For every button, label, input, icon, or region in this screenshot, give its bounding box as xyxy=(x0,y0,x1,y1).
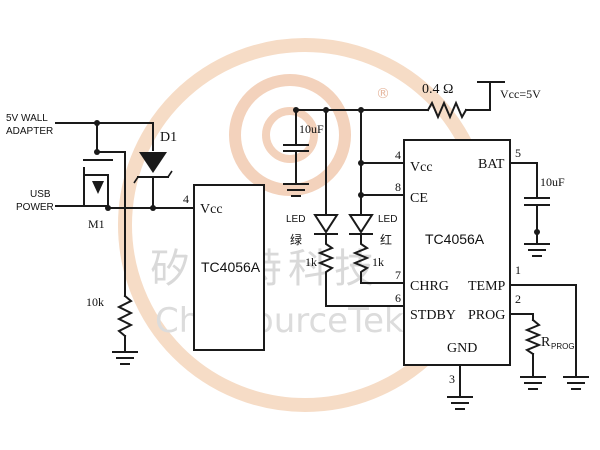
right-chip-tc4056a xyxy=(403,139,511,366)
ground-prog xyxy=(520,376,546,390)
mosfet-m1-label: M1 xyxy=(88,217,105,231)
adapter-label-line1: 5V WALL xyxy=(6,113,48,124)
led-red-res-label: 1k xyxy=(372,255,384,269)
left-circuit: 5V WALL ADAPTER D1 M1 USB POWER xyxy=(6,113,265,365)
junction-dot xyxy=(534,229,540,235)
resistor-10k-label: 10k xyxy=(86,295,104,309)
resistor-prog xyxy=(524,318,542,356)
resistor-sense xyxy=(426,100,468,120)
junction-dot xyxy=(150,205,156,211)
pin-gnd-name: GND xyxy=(447,341,477,356)
usb-label-line1: USB xyxy=(30,189,51,200)
ground-symbol xyxy=(563,376,589,390)
ground-temp xyxy=(563,376,589,390)
pin-stdby-name: STDBY xyxy=(410,308,456,323)
left-chip-name: TC4056A xyxy=(201,259,261,275)
pin-prog-num: 2 xyxy=(515,292,521,306)
ground-chip xyxy=(447,396,473,410)
left-chip-vcc-pin: Vcc xyxy=(200,202,223,217)
ground-symbol xyxy=(283,183,309,197)
led-green-color: 绿 xyxy=(290,232,302,247)
vcc-supply-label: Vcc=5V xyxy=(500,87,541,101)
led-red-label: LED xyxy=(378,214,397,225)
resistor-10k xyxy=(116,294,134,338)
resistor-sense-label: 0.4 Ω xyxy=(422,82,453,97)
ground-symbol xyxy=(520,376,546,390)
pin-ce-name: CE xyxy=(410,191,428,206)
resistor-prog-subscript: PROG xyxy=(551,342,575,351)
ground-cap-in xyxy=(283,183,309,197)
ground-symbol xyxy=(112,351,138,365)
mosfet-m1 xyxy=(83,122,126,291)
resistor-sense-to-vcc xyxy=(465,81,491,111)
pin-prog-name: PROG xyxy=(468,308,505,323)
right-chip-name: TC4056A xyxy=(425,231,485,247)
led-red-diode xyxy=(348,214,374,234)
mosfet-arrow xyxy=(92,181,104,194)
left-chip-tc4056a xyxy=(193,184,265,351)
diode-d1-label: D1 xyxy=(160,130,177,145)
cap-bat-label: 10uF xyxy=(540,175,565,189)
led-green-res-label: 1k xyxy=(305,255,317,269)
diode-d1-bar-tips xyxy=(133,170,173,184)
watermark-logo-ring xyxy=(229,74,351,196)
temp-wire xyxy=(509,284,577,376)
bat-wire xyxy=(509,162,538,199)
pin-gnd-num: 3 xyxy=(449,372,455,386)
ground-symbol xyxy=(524,243,550,257)
watermark-registered: ® xyxy=(376,86,390,102)
usb-label-line2: POWER xyxy=(16,202,54,213)
led-red-color: 红 xyxy=(380,232,392,247)
adapter-label-line2: ADAPTER xyxy=(6,126,53,137)
resistor-prog-label: R xyxy=(541,335,551,350)
ground-left xyxy=(112,351,138,365)
led-green-diode xyxy=(313,214,339,234)
watermark-logo-inner xyxy=(262,107,318,163)
ground-symbol xyxy=(447,396,473,410)
led-red-resistor-wire xyxy=(352,235,405,284)
adapter-wire xyxy=(55,122,154,151)
mosfet-gate-wire xyxy=(96,122,126,291)
prog-wire xyxy=(509,313,534,321)
junction-dot xyxy=(94,149,100,155)
diode-d1-body xyxy=(139,152,167,173)
pin-temp-num: 1 xyxy=(515,263,521,277)
pin-stdby-num: 6 xyxy=(395,291,401,305)
pin-chrg-name: CHRG xyxy=(410,279,449,294)
left-pin-number: 4 xyxy=(183,192,189,206)
pin-temp-name: TEMP xyxy=(468,279,506,294)
pin-ce-num: 8 xyxy=(395,180,401,194)
pin-vcc-name: Vcc xyxy=(410,160,433,175)
pin-vcc-num: 4 xyxy=(395,148,401,162)
pin-chrg-num: 7 xyxy=(395,268,401,282)
led-green-resistor-wire xyxy=(317,235,405,307)
cap-in-label: 10uF xyxy=(299,122,324,136)
pin-bat-num: 5 xyxy=(515,146,521,160)
right-circuit: 0.4 Ω Vcc=5V 10uF LED 绿 1k LED 红 1k xyxy=(283,81,589,410)
pin-bat-name: BAT xyxy=(478,157,505,172)
junction-dot xyxy=(105,205,111,211)
led-green-label: LED xyxy=(286,214,305,225)
ground-cap-bat xyxy=(524,243,550,257)
mosfet-drain xyxy=(83,174,109,209)
